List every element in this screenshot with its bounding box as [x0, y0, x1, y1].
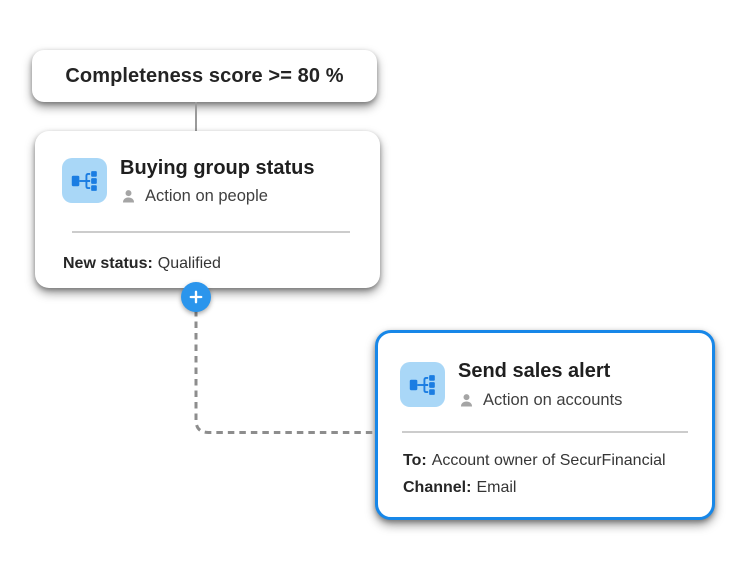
person-icon: [122, 190, 135, 203]
node-divider: [402, 431, 688, 433]
node-subtitle: Action on accounts: [458, 391, 622, 410]
org-chart-icon: [400, 362, 445, 407]
field-value: Qualified: [157, 255, 221, 272]
person-icon: [460, 394, 473, 407]
field-to: To:Account owner of SecurFinancial: [403, 447, 666, 474]
node-fields: New status:Qualified: [63, 250, 221, 277]
node-condition[interactable]: Completeness score >= 80 %: [32, 50, 377, 102]
field-label: To:: [403, 452, 427, 469]
add-node-button[interactable]: [181, 282, 211, 312]
node-buying-group-status[interactable]: Buying group status Action on people New…: [35, 131, 380, 288]
field-value: Account owner of SecurFinancial: [431, 452, 666, 469]
condition-title: Completeness score >= 80 %: [65, 64, 344, 87]
node-send-sales-alert[interactable]: Send sales alert Action on accounts To:A…: [375, 330, 715, 520]
field-label: New status:: [63, 255, 153, 272]
field-value: Email: [476, 479, 517, 496]
node-subtitle: Action on people: [120, 187, 268, 206]
node-subtitle-label: Action on accounts: [483, 391, 623, 409]
field-new-status: New status:Qualified: [63, 250, 221, 277]
plus-icon: [189, 290, 203, 304]
node-divider: [72, 231, 350, 233]
node-title: Buying group status: [120, 157, 315, 179]
node-subtitle-label: Action on people: [145, 187, 268, 205]
connector-vertical: [195, 102, 197, 131]
org-chart-icon: [62, 158, 107, 203]
node-fields: To:Account owner of SecurFinancial Chann…: [403, 447, 666, 501]
node-title: Send sales alert: [458, 360, 611, 382]
field-label: Channel:: [403, 479, 472, 496]
field-channel: Channel:Email: [403, 474, 666, 501]
